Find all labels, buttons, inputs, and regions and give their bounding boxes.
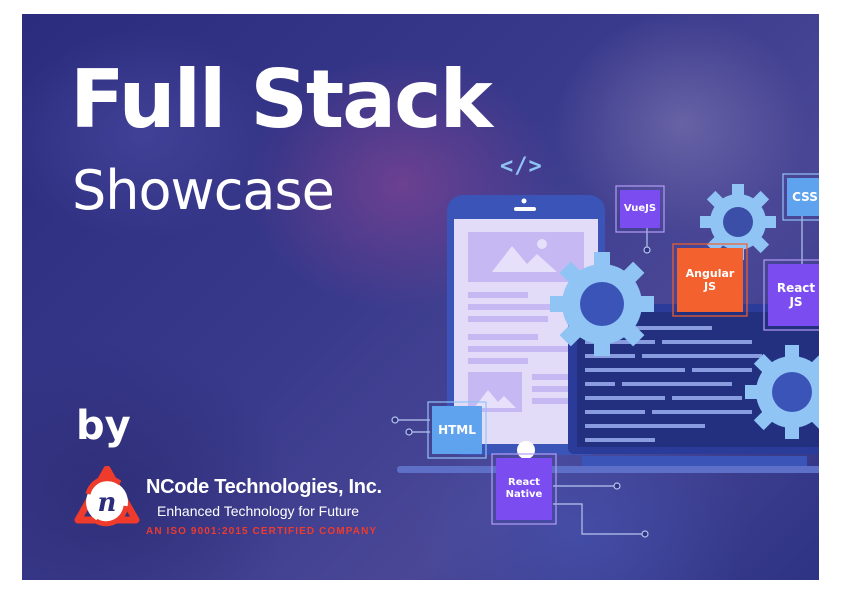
tag-frames [427,173,819,525]
company-tagline: Enhanced Technology for Future [157,503,360,519]
tag-css: CSS [787,178,819,216]
tag-reactjs: React JS [768,264,819,326]
tag-react-native-line1: React [508,477,540,488]
tag-react-line1: React [776,280,816,295]
logo-letter: n [98,488,117,518]
tag-angular-line2: JS [703,280,716,293]
tag-react-native: React Native [496,458,552,520]
tag-html: HTML [432,406,482,454]
tag-react-line2: JS [789,295,803,309]
tag-css-label: CSS [792,189,818,204]
gear-icons [550,184,819,439]
tag-angularjs: Angular JS [677,248,743,312]
banner-subtitle: Showcase [72,159,335,222]
tag-html-label: HTML [438,422,476,437]
connector-lines [391,214,803,538]
company-name: NCode Technologies, Inc. [146,476,382,498]
tag-vuejs: VueJS [620,190,660,228]
company-certification: AN ISO 9001:2015 CERTIFIED COMPANY [146,526,378,537]
tag-vuejs-label: VueJS [623,203,657,214]
by-label: by [76,403,131,449]
banner-title: Full Stack [70,53,493,146]
tag-tiles [432,178,819,520]
tag-angular-line1: Angular [685,266,735,280]
showcase-banner: Full Stack Showcase by n NCode Technolog… [22,14,819,580]
ncode-logo-icon: n [74,466,140,527]
tag-react-native-line2: Native [505,489,543,500]
code-brackets-icon: </> [500,154,543,179]
tech-illustration [391,173,819,538]
